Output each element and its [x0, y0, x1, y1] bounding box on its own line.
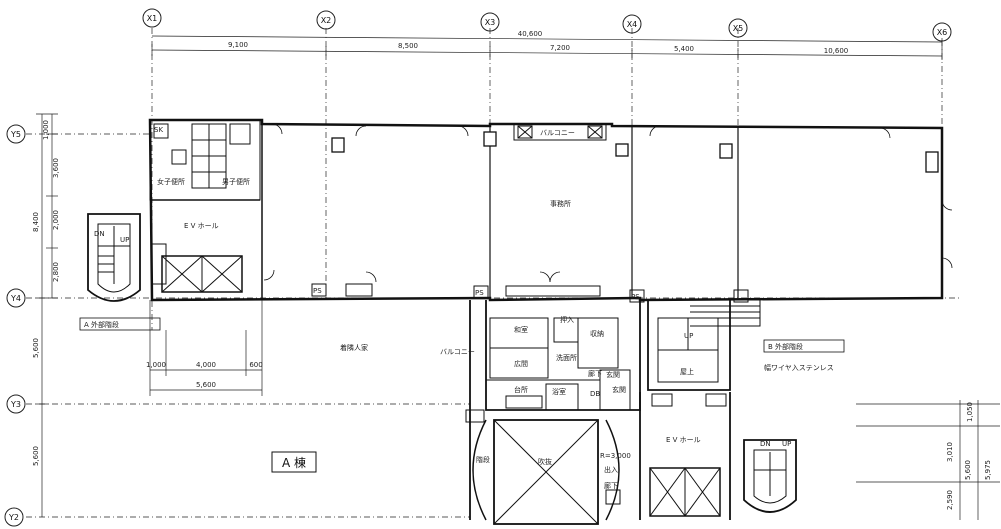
label-outdoor-stair-b: B 外部階段 [768, 342, 803, 351]
atrium [465, 409, 621, 525]
column-axis-labels: X1 X2 X3 X4 X5 X6 [147, 14, 948, 37]
balcony-top [513, 123, 607, 141]
right-dimension-lines [856, 400, 1000, 520]
label-closet: 押入 [560, 315, 574, 324]
dim-top-span-3: 7,200 [550, 44, 570, 52]
dim-left-1: 1,000 [42, 120, 50, 140]
dim-right-total-1: 5,600 [964, 460, 972, 480]
axis-x4: X4 [627, 20, 638, 29]
dim-bottom-2: 4,000 [196, 361, 216, 369]
label-office: 事務所 [550, 199, 571, 208]
dim-left-total: 8,400 [32, 212, 40, 232]
label-dn-b: DN [760, 440, 771, 448]
service-strip [311, 283, 749, 303]
label-sk: SK [154, 126, 163, 134]
axis-x3: X3 [485, 18, 496, 27]
label-rooftop: 屋上 [680, 367, 694, 376]
label-stair-a: 階段 [476, 455, 490, 464]
dim-top-span-5: 10,600 [824, 47, 849, 55]
dim-right-3: 2,590 [946, 490, 954, 510]
label-outdoor-stair-a: A 外部階段 [84, 320, 119, 329]
dim-right-2: 3,010 [946, 442, 954, 462]
outdoor-stair-a [87, 213, 141, 302]
dim-left-6: 5,600 [32, 446, 40, 466]
axis-x2: X2 [321, 16, 332, 25]
label-ps-3: PS [631, 293, 640, 301]
building-walls [148, 118, 944, 302]
left-dimension-lines [36, 113, 58, 517]
dim-left-4: 2,800 [52, 262, 60, 282]
stair-a-tag [79, 317, 161, 331]
label-washroom: 洗面所 [556, 353, 577, 362]
label-dn-a: DN [94, 230, 105, 238]
label-japanese-room: 和室 [514, 325, 528, 334]
label-db: DB [590, 390, 600, 398]
axis-y4: Y4 [10, 294, 21, 303]
label-bath: 浴室 [552, 387, 566, 396]
dim-right-1: 1,050 [966, 402, 974, 422]
axis-x5: X5 [733, 24, 744, 33]
door-swings [263, 123, 953, 283]
dim-bottom-total: 5,600 [196, 381, 216, 389]
right-wing [639, 299, 761, 520]
label-r: R=3,000 [600, 452, 631, 460]
stair-b-tag [763, 339, 845, 353]
label-open-above: 吹抜 [538, 457, 552, 466]
label-kitchen: 台所 [514, 385, 528, 394]
label-ev-hall-b: E V ホール [666, 436, 701, 444]
label-corridor-2: 廊下 [604, 481, 618, 490]
label-ps-2: PS [475, 289, 484, 297]
top-dimension-lines [151, 35, 943, 60]
label-entrance: 玄関 [606, 370, 620, 379]
label-ps-1: PS [313, 287, 322, 295]
label-stainless-note: 幅ワイヤ入ステンレス [764, 363, 834, 372]
dim-top-span-1: 9,100 [228, 41, 248, 49]
dim-left-5: 5,600 [32, 338, 40, 358]
label-mens-wc: 男子便所 [222, 177, 250, 186]
label-up-b2: UP [782, 440, 791, 448]
column-axes [142, 8, 952, 330]
label-womens-wc: 女子便所 [157, 177, 185, 186]
label-building: A 棟 [282, 455, 306, 470]
label-entrance-2: 玄関 [612, 385, 626, 394]
label-corridor: 廊下 [588, 369, 602, 378]
dim-bottom-3: 600 [249, 361, 262, 369]
label-storage: 収納 [590, 329, 604, 338]
row-axes [4, 124, 960, 527]
outdoor-stair-b [743, 439, 797, 513]
axis-x1: X1 [147, 14, 158, 23]
bottom-dimension-lines [149, 300, 263, 396]
label-up-b: UP [684, 332, 693, 340]
dim-right-total-2: 5,975 [984, 460, 992, 480]
dim-left-3: 2,000 [52, 210, 60, 230]
axis-y3: Y3 [10, 400, 21, 409]
toilet-block [149, 119, 261, 293]
axis-y2: Y2 [8, 513, 19, 522]
axis-x6: X6 [937, 28, 948, 37]
label-exit: 出入 [604, 465, 618, 474]
label-neighbor: 着隣人家 [340, 343, 368, 352]
dim-top-total: 40,600 [518, 30, 543, 38]
dim-top-span-4: 5,400 [674, 45, 694, 53]
dim-top-span-2: 8,500 [398, 42, 418, 50]
label-ev-hall: E V ホール [184, 222, 219, 230]
axis-y5: Y5 [10, 130, 21, 139]
label-hall: 広間 [514, 359, 528, 368]
building-tag [271, 451, 317, 473]
label-balcony-top: バルコニー [540, 129, 575, 137]
label-balcony-mid: バルコニー [440, 348, 475, 356]
dim-left-2: 3,600 [52, 158, 60, 178]
label-up-a: UP [120, 236, 129, 244]
dim-bottom-1: 1,000 [146, 361, 166, 369]
